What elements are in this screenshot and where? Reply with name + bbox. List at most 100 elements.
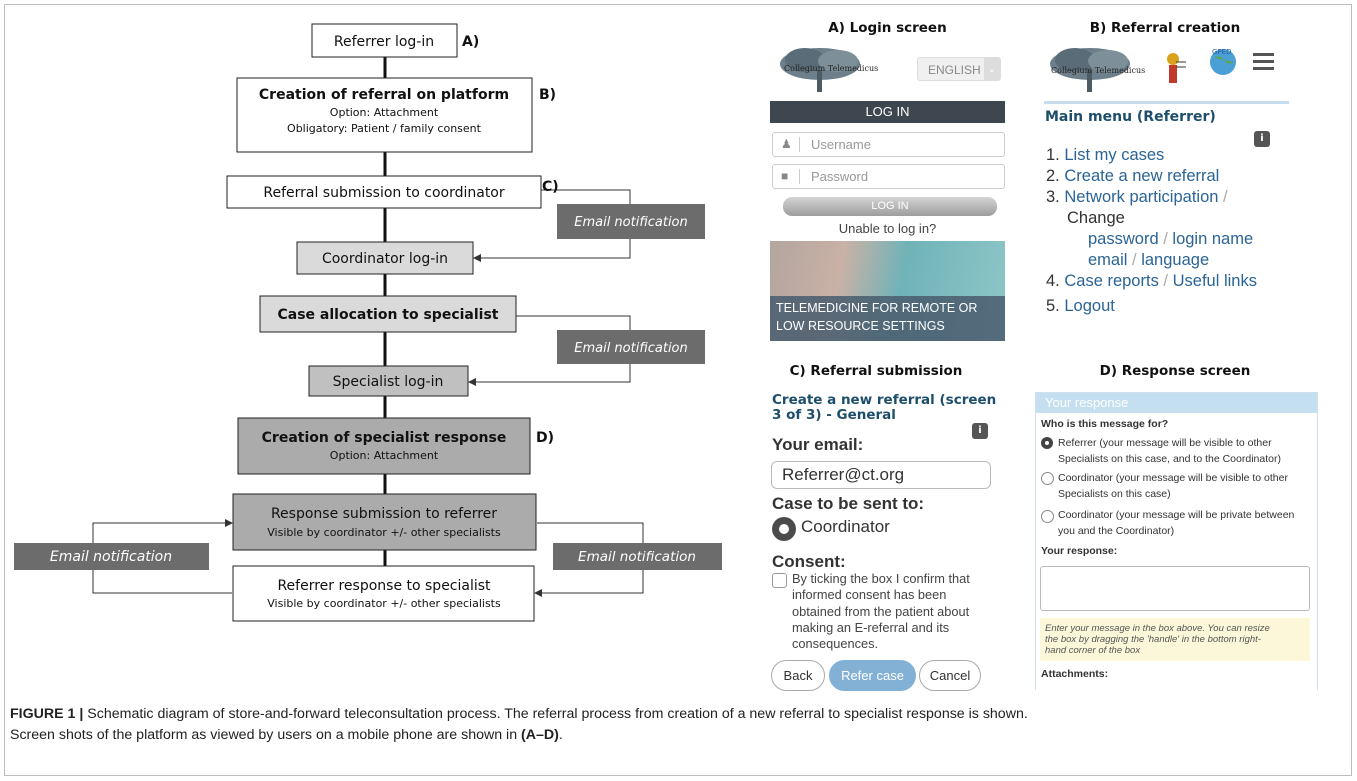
- menu-change: Change: [1067, 209, 1125, 227]
- menu-password[interactable]: password: [1088, 230, 1159, 248]
- resize-hint: Enter your message in the box above. You…: [1040, 618, 1310, 661]
- opt-coordinator-visible-text: Coordinator (your message will be visibl…: [1058, 470, 1288, 502]
- email-notification-4: [553, 543, 722, 570]
- consent-text: By ticking the box I confirm that inform…: [792, 571, 970, 652]
- label-creation-option: Option: Attachment: [330, 106, 439, 119]
- label-allocation: Case allocation to specialist: [278, 307, 499, 323]
- banner-text: TELEMEDICINE FOR REMOTE OR LOW RESOURCE …: [776, 299, 977, 335]
- banner-overlay: [770, 296, 1005, 341]
- menu-item-5: 5. Logout: [1046, 296, 1296, 317]
- opt-line: Specialists on this case): [1058, 488, 1171, 500]
- email-input[interactable]: Referrer@ct.org: [771, 461, 991, 489]
- box-referrer-response: [232, 565, 535, 622]
- email-label: Your email:: [772, 435, 864, 454]
- label-specialist-login: Specialist log-in: [333, 374, 444, 390]
- label-referrer-response-sub: Visible by coordinator +/- other special…: [267, 597, 501, 610]
- box-creation: [236, 77, 533, 153]
- radio-referrer[interactable]: [1041, 437, 1053, 449]
- coordinator-radio[interactable]: [772, 517, 796, 541]
- caption-text2: Screen shots of the platform as viewed b…: [10, 727, 518, 743]
- slash: /: [1163, 230, 1168, 248]
- menu-num: 4.: [1046, 272, 1060, 290]
- logo-text-a: Collegium Telemedicus: [784, 64, 879, 73]
- radio-coordinator-private[interactable]: [1041, 510, 1054, 523]
- your-response-label: Your response:: [1041, 545, 1118, 557]
- consent-checkbox[interactable]: [772, 573, 787, 588]
- menu-useful-links[interactable]: Useful links: [1172, 272, 1257, 290]
- divider: [799, 137, 800, 152]
- caption-line2: Screen shots of the platform as viewed b…: [10, 725, 1340, 746]
- password-placeholder: Password: [811, 169, 869, 184]
- label-response-submission: Response submission to referrer: [271, 506, 497, 522]
- panel-d-title: D) Response screen: [1099, 363, 1251, 379]
- connector-right-top: [537, 522, 644, 543]
- caption-line1: FIGURE 1 | Schematic diagram of store-an…: [10, 704, 1340, 725]
- main-menu-list: 1. List my cases 2. Create a new referra…: [1046, 145, 1296, 317]
- box-specialist-login: [308, 365, 469, 397]
- divider: [799, 169, 800, 184]
- panel-b-title: B) Referral creation: [1089, 20, 1241, 36]
- header-rule: [1044, 101, 1289, 104]
- create-referral-heading: Create a new referral (screen 3 of 3) - …: [772, 393, 996, 423]
- menu-row-password: password / login name: [1046, 229, 1296, 250]
- menu-login-name[interactable]: login name: [1172, 230, 1254, 248]
- user-icon: ♟: [781, 137, 792, 151]
- banner-image: TELEMEDICINE FOR REMOTE OR LOW RESOURCE …: [770, 241, 1005, 341]
- box-response-submission: [232, 493, 537, 551]
- menu-language[interactable]: language: [1141, 251, 1210, 269]
- slash: /: [1223, 188, 1228, 206]
- connector-alloc-bottom: [468, 364, 631, 386]
- language-select[interactable]: ENGLISH ⌄: [917, 57, 1001, 81]
- email-notification-3: [14, 543, 209, 570]
- label-specialist-response-option: Option: Attachment: [330, 449, 439, 462]
- caption-end: .: [558, 727, 563, 743]
- username-field[interactable]: ♟ Username: [772, 132, 1005, 157]
- consent-line: consequences.: [792, 636, 879, 652]
- label-referrer-login: Referrer log-in: [334, 34, 434, 50]
- connector-left-bottom: [92, 570, 232, 594]
- radio-coordinator-visible[interactable]: [1041, 472, 1054, 485]
- menu-list-cases[interactable]: List my cases: [1064, 146, 1165, 164]
- menu-email[interactable]: email: [1088, 251, 1128, 269]
- password-field[interactable]: ■ Password: [772, 164, 1005, 189]
- connector-right-bottom: [534, 570, 644, 597]
- opt-line: Coordinator (your message will be privat…: [1058, 509, 1295, 521]
- marker-d: D): [536, 430, 554, 446]
- opt-line: Referrer (your message will be visible t…: [1058, 437, 1272, 449]
- refer-case-button[interactable]: Refer case: [829, 660, 916, 691]
- hamburger-menu-icon[interactable]: [1253, 53, 1274, 70]
- hint-line: hand corner of the box: [1045, 645, 1141, 656]
- info-icon[interactable]: i: [972, 423, 988, 439]
- back-button[interactable]: Back: [771, 660, 825, 691]
- tree-logo-b: [1050, 48, 1130, 92]
- response-textarea[interactable]: [1040, 566, 1310, 611]
- logo-text-b: Collegium Telemedicus: [1051, 66, 1146, 75]
- login-header: LOG IN: [770, 101, 1005, 123]
- consent-label: Consent:: [772, 552, 846, 571]
- marker-a: A): [462, 34, 479, 50]
- slash: /: [1163, 272, 1169, 290]
- caption-text1: Schematic diagram of store-and-forward t…: [87, 706, 1028, 722]
- login-button[interactable]: LOG IN: [783, 197, 997, 216]
- caption-label: FIGURE 1 |: [10, 706, 84, 722]
- menu-logout[interactable]: Logout: [1064, 297, 1115, 315]
- consent-line: obtained from the patient about: [792, 603, 970, 619]
- consent-line: By ticking the box I confirm that: [792, 571, 970, 586]
- info-icon[interactable]: i: [1254, 131, 1270, 147]
- menu-network[interactable]: Network participation: [1064, 188, 1219, 206]
- label-creation: Creation of referral on platform: [259, 87, 509, 103]
- label-specialist-response: Creation of specialist response: [262, 430, 507, 446]
- menu-create-referral[interactable]: Create a new referral: [1064, 167, 1220, 185]
- consent-line: making an E-referral and its: [792, 619, 950, 635]
- menu-case-reports[interactable]: Case reports: [1064, 272, 1159, 290]
- unable-link[interactable]: Unable to log in?: [838, 221, 937, 236]
- heading-line2: 3 of 3) - General: [772, 407, 896, 423]
- opt-line: Specialists on this case, and to the Coo…: [1058, 453, 1281, 465]
- svg-text:GPED: GPED: [1212, 48, 1231, 56]
- email-notification-1: [557, 204, 705, 239]
- cancel-button[interactable]: Cancel: [919, 660, 981, 691]
- label-email-2: Email notification: [574, 341, 688, 356]
- connector-c-top: [541, 189, 631, 204]
- main-menu-title: Main menu (Referrer): [1045, 109, 1216, 125]
- label-response-submission-sub: Visible by coordinator +/- other special…: [267, 526, 501, 539]
